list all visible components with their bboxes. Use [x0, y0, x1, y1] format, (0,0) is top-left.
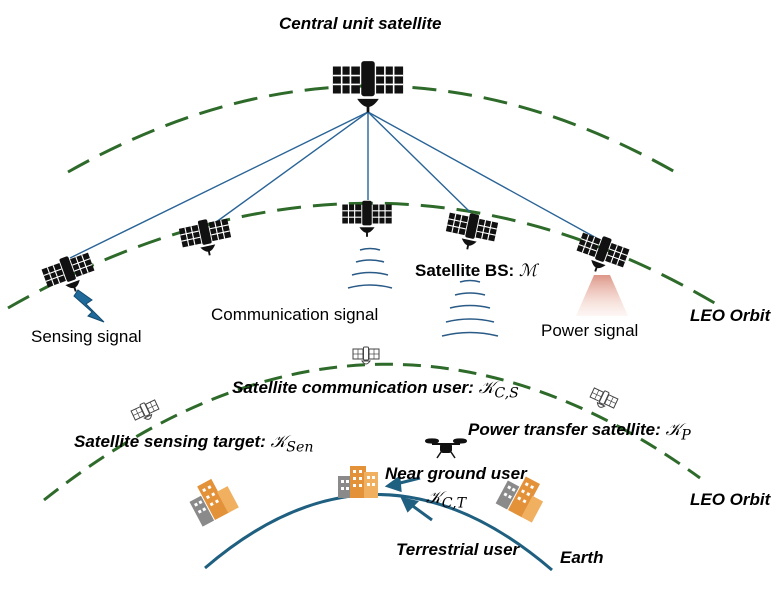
sat-sensing-target-label: Satellite sensing target: 𝒦Sen — [74, 432, 314, 456]
central-unit-label: Central unit satellite — [279, 14, 442, 33]
leo-orbit-label-lower: LEO Orbit — [690, 490, 771, 509]
communication-signal-label: Communication signal — [211, 305, 379, 324]
satellite-bs-icon-1 — [39, 248, 100, 301]
satellite-bs-icon-2 — [177, 213, 235, 262]
buildings-top-icon — [338, 466, 378, 498]
near-ground-user-label: Near ground user — [385, 464, 527, 483]
sat-sensing-target-icon — [129, 397, 162, 426]
satellite-bs-label: Satellite BS: ℳ — [415, 261, 538, 281]
earth-label: Earth — [560, 548, 604, 567]
power-transfer-satellite-label: Power transfer satellite: 𝒦P — [468, 420, 691, 444]
user-arrows — [384, 475, 433, 522]
terrestrial-set-label: 𝒦C,T — [426, 488, 467, 512]
communication-signal-waves — [347, 247, 393, 289]
power-beam-icon — [576, 275, 628, 316]
satellite-bs-icon-3 — [341, 199, 393, 238]
central-unit-satellite-icon — [331, 59, 405, 114]
power-transfer-satellite-icon — [587, 385, 620, 414]
sat-comm-user-label: Satellite communication user: 𝒦C,S — [232, 378, 519, 402]
drone-icon — [425, 438, 467, 459]
upper-leo-orbit — [67, 84, 676, 174]
lower-leo-orbit — [43, 362, 701, 502]
satellite-bs-icon-4 — [442, 207, 500, 256]
sensing-signal-label: Sensing signal — [31, 327, 142, 346]
bs-signal-waves — [441, 279, 499, 337]
terrestrial-user-label: Terrestrial user — [396, 540, 520, 559]
buildings-right-icon — [495, 476, 544, 523]
buildings-left-icon — [189, 478, 239, 527]
sensing-signal-icon — [73, 289, 105, 323]
satellite-bs-icon-5 — [571, 228, 632, 281]
leo-orbit-label-upper: LEO Orbit — [690, 306, 771, 325]
sat-comm-user-icon — [352, 346, 380, 365]
power-signal-label: Power signal — [541, 321, 639, 340]
control-links — [69, 111, 601, 259]
